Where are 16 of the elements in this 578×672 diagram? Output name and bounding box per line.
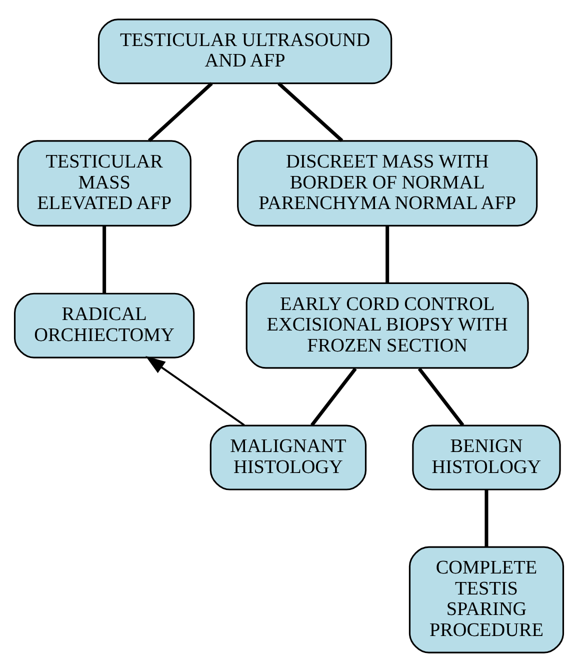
node-box: RADICAL ORCHIECTOMY [14,292,195,358]
connector [484,490,488,547]
arrow [146,356,245,426]
node-box: TESTICULAR MASS ELEVATED AFP [17,140,192,226]
node-box: DISCREET MASS WITH BORDER OF NORMAL PARENCHYMA NORMAL AFP [237,140,538,226]
connector [278,82,344,142]
node-box: BENIGN HISTOLOGY [412,424,561,490]
connector [148,82,213,142]
node-box: MALIGNANT HISTOLOGY [210,424,367,490]
connector [418,368,464,426]
connector [102,226,106,294]
node-box: COMPLETE TESTIS SPARING PROCEDURE [408,546,564,654]
node-box: EARLY CORD CONTROL EXCISIONAL BIOPSY WITH FROZEN SECTION [246,282,529,369]
node-box: TESTICULAR ULTRASOUND AND AFP [98,18,392,84]
connector [386,226,390,283]
connector [310,368,357,426]
